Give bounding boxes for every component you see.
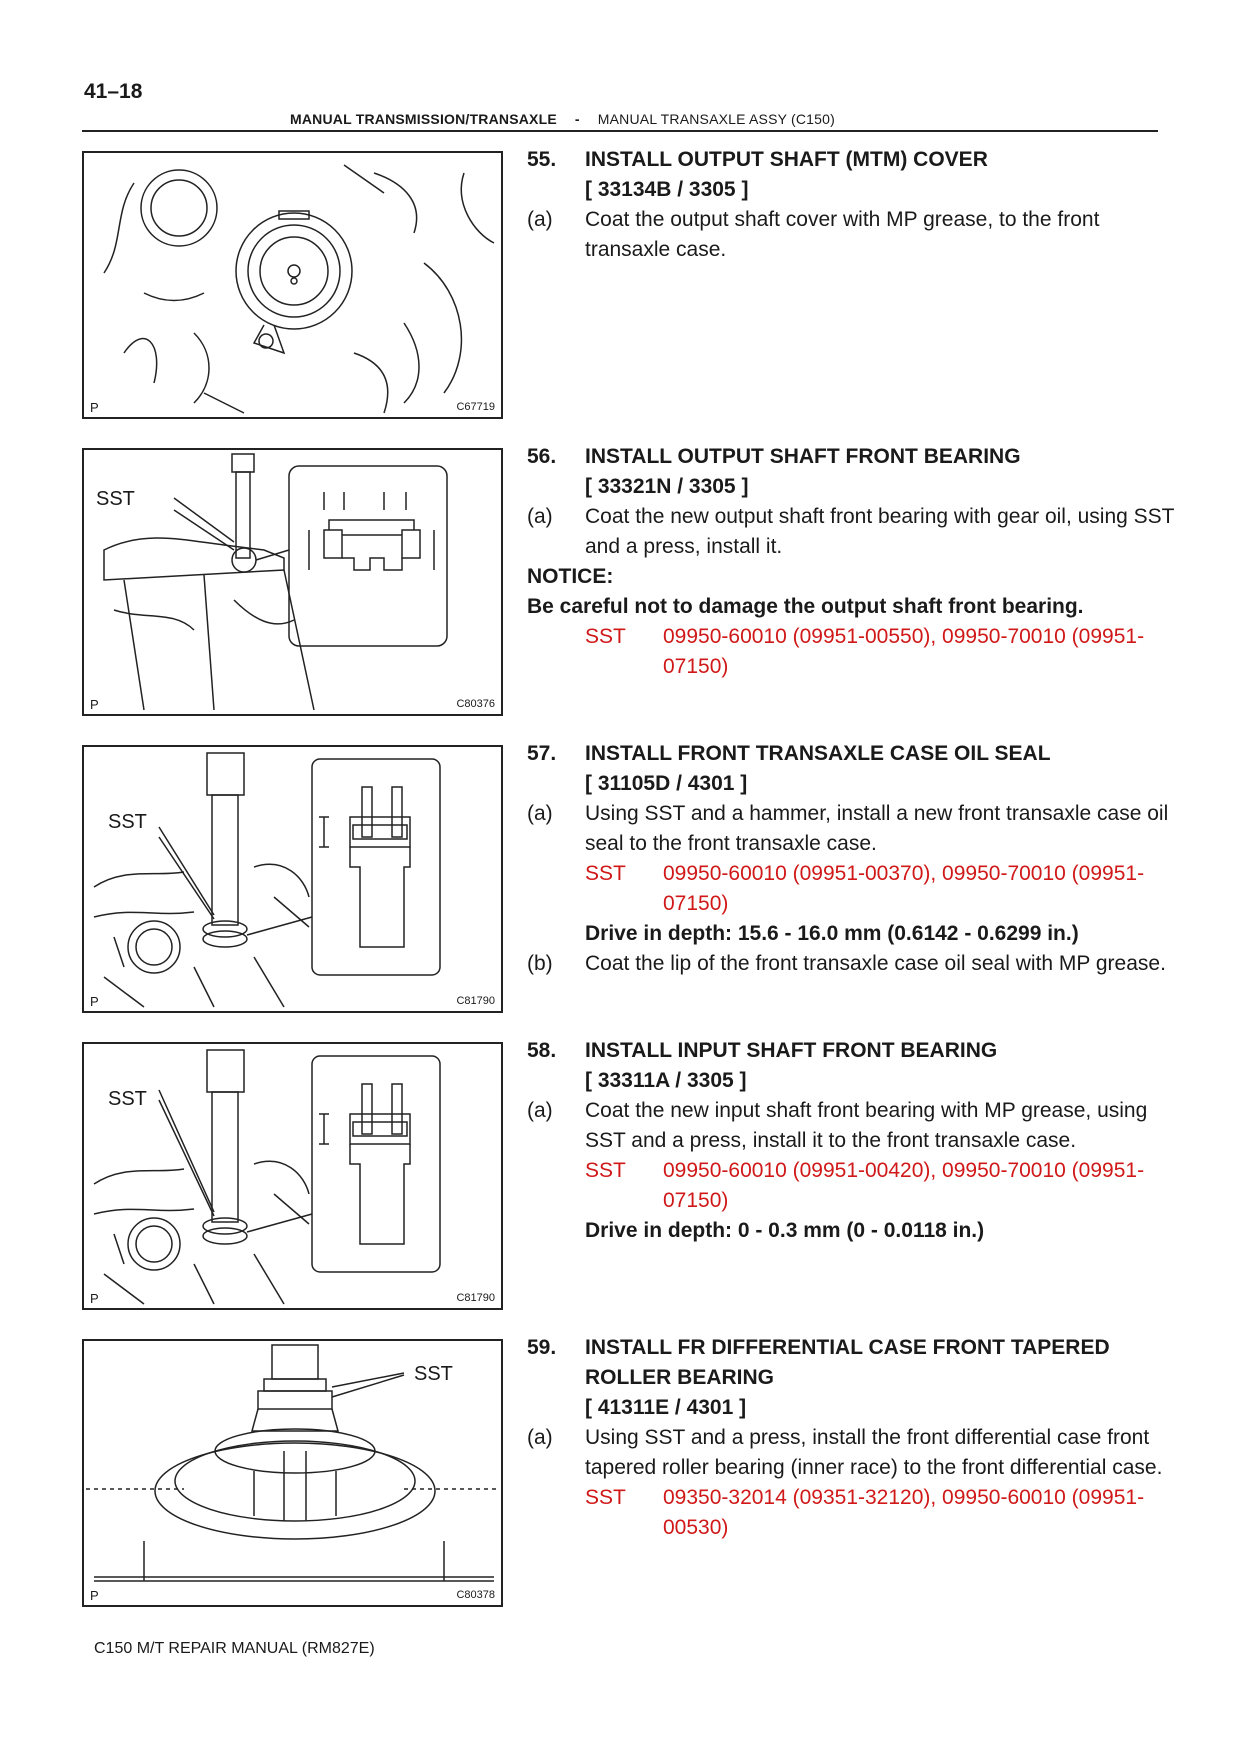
figure-code: C81790 [456, 1292, 495, 1304]
step-57: 57. INSTALL FRONT TRANSAXLE CASE OIL SEAL… [527, 739, 1177, 979]
figure-output-shaft-cover: P C67719 [82, 151, 503, 419]
sst-value: 09950-60010 (09951-00550), 09950-70010 (… [663, 625, 1145, 678]
substep-text: Using SST and a hammer, install a new fr… [585, 802, 1169, 855]
step-code: [ 33321N / 3305 ] [585, 475, 749, 498]
step-code: [ 33134B / 3305 ] [585, 178, 749, 201]
step-code: [ 41311E / 4301 ] [585, 1396, 747, 1419]
figure-label-sst: SST [414, 1363, 453, 1385]
output-shaft-front-bearing-illustration [103, 453, 448, 711]
step-number: 59. [527, 1336, 557, 1359]
drive-in-depth: Drive in depth: 0 - 0.3 mm (0 - 0.0118 i… [585, 1219, 985, 1242]
step-title: INSTALL INPUT SHAFT FRONT BEARING [585, 1039, 998, 1062]
step-number: 57. [527, 742, 557, 765]
header-rule [82, 130, 1158, 132]
step-title: INSTALL OUTPUT SHAFT FRONT BEARING [585, 445, 1021, 468]
substep-marker: (b) [527, 952, 553, 975]
step-55: 55. INSTALL OUTPUT SHAFT (MTM) COVER [ 33… [527, 145, 1177, 265]
figure-differential-tapered-roller-bearing: SST P C80378 [82, 1339, 503, 1607]
figure-p-mark: P [90, 994, 99, 1009]
sst-value: 09350-32014 (09351-32120), 09950-60010 (… [663, 1486, 1145, 1539]
figure-label-sst: SST [108, 811, 147, 833]
step-title: INSTALL FR DIFFERENTIAL CASE FRONT TAPER… [585, 1336, 1110, 1389]
substep-text: Coat the new output shaft front bearing … [585, 505, 1175, 558]
header-separator: - [574, 111, 580, 127]
page-header: MANUAL TRANSMISSION/TRANSAXLE - MANUAL TRA… [290, 111, 835, 127]
substep-text: Using SST and a press, install the front… [585, 1426, 1163, 1479]
step-code: [ 31105D / 4301 ] [585, 772, 748, 795]
substep-marker: (a) [527, 1426, 553, 1449]
step-code: [ 33311A / 3305 ] [585, 1069, 747, 1092]
differential-bearing-illustration [86, 1344, 498, 1582]
sst-value: 09950-60010 (09951-00420), 09950-70010 (… [663, 1159, 1145, 1212]
substep-marker: (a) [527, 802, 553, 825]
substep-text: Coat the output shaft cover with MP grea… [585, 208, 1100, 261]
step-58: 58. INSTALL INPUT SHAFT FRONT BEARING [ 3… [527, 1036, 1177, 1246]
input-shaft-bearing-illustration [93, 1049, 441, 1305]
figure-output-shaft-front-bearing: SST P C80376 [82, 448, 503, 716]
page-footer: C150 M/T REPAIR MANUAL (RM827E) [94, 1640, 375, 1657]
header-subsection: MANUAL TRANSAXLE ASSY (C150) [597, 111, 835, 127]
figure-p-mark: P [90, 400, 99, 415]
step-number: 55. [527, 148, 557, 171]
figure-code: C81790 [456, 995, 495, 1007]
drive-in-depth: Drive in depth: 15.6 - 16.0 mm (0.6142 -… [585, 922, 1079, 945]
figure-code: C80378 [456, 1589, 495, 1601]
header-section: MANUAL TRANSMISSION/TRANSAXLE [290, 111, 557, 127]
step-title: INSTALL OUTPUT SHAFT (MTM) COVER [585, 148, 988, 171]
step-title: INSTALL FRONT TRANSAXLE CASE OIL SEAL [585, 742, 1051, 765]
figure-label-sst: SST [108, 1088, 147, 1110]
figure-p-mark: P [90, 697, 99, 712]
figure-front-transaxle-case-oil-seal: SST P C81790 [82, 745, 503, 1013]
figure-p-mark: P [90, 1291, 99, 1306]
substep-marker: (a) [527, 505, 553, 528]
oil-seal-illustration [93, 752, 441, 1008]
step-number: 58. [527, 1039, 557, 1062]
step-number: 56. [527, 445, 557, 468]
notice-label: NOTICE: [527, 565, 614, 588]
page-number: 41–18 [84, 80, 143, 103]
sst-value: 09950-60010 (09951-00370), 09950-70010 (… [663, 862, 1145, 915]
notice-text: Be careful not to damage the output shaf… [527, 595, 1084, 618]
substep-marker: (a) [527, 1099, 553, 1122]
figure-p-mark: P [90, 1588, 99, 1603]
step-59: 59. INSTALL FR DIFFERENTIAL CASE FRONT TA… [527, 1333, 1177, 1543]
figure-input-shaft-front-bearing: SST P C81790 [82, 1042, 503, 1310]
figure-label-sst: SST [96, 488, 135, 510]
figure-code: C67719 [456, 401, 495, 413]
step-56: 56. INSTALL OUTPUT SHAFT FRONT BEARING [ … [527, 442, 1177, 682]
figure-code: C80376 [456, 698, 495, 710]
sst-label: SST [585, 625, 626, 648]
substep-marker: (a) [527, 208, 553, 231]
sst-label: SST [585, 1159, 626, 1182]
sst-label: SST [585, 862, 626, 885]
substep-text: Coat the lip of the front transaxle case… [585, 952, 1166, 975]
substep-text: Coat the new input shaft front bearing w… [585, 1099, 1148, 1152]
sst-label: SST [585, 1486, 626, 1509]
output-shaft-cover-illustration [103, 164, 495, 414]
